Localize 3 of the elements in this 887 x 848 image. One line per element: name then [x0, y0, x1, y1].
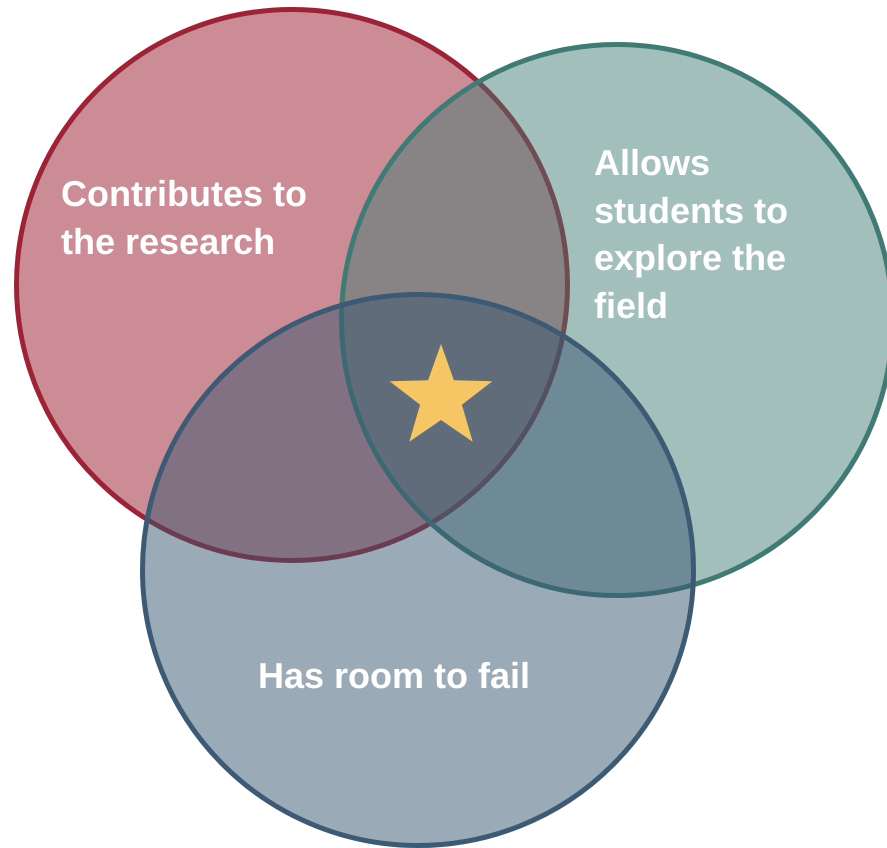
circle-label: Has room to fail	[258, 654, 530, 698]
circle-label: Contributes to the research	[61, 172, 308, 264]
circle-label: Allows students to explore the field	[594, 141, 789, 328]
